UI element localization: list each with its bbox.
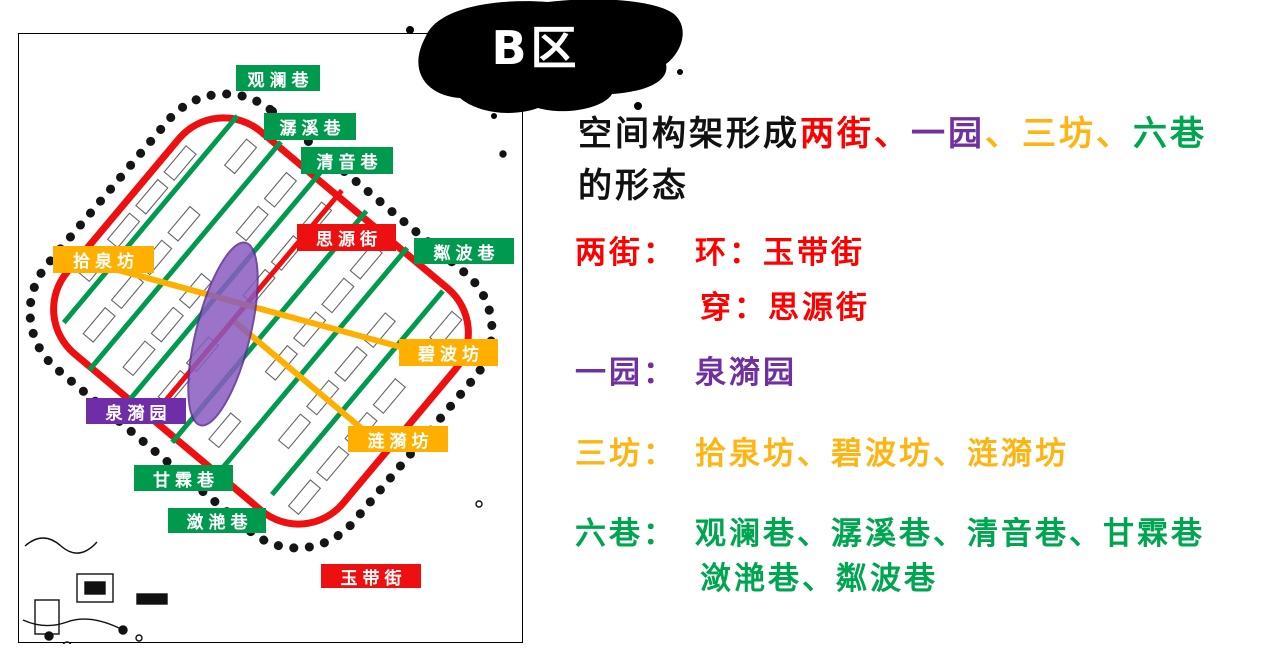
fangs-label: 三坊：: [575, 436, 677, 472]
garden-quanyiyuan: [187, 241, 259, 427]
streets-ring-value: 环：玉带街: [695, 235, 865, 271]
map-label-lianyan-lane: 潋滟巷: [168, 508, 266, 533]
map-label-qingyin-lane: 清音巷: [301, 147, 393, 174]
fangs-value: 拾泉坊、碧波坊、涟漪坊: [695, 436, 1069, 472]
map-label-quanyi-garden: 泉漪园: [86, 398, 186, 424]
banner-title: B区: [491, 21, 580, 75]
map-label-siyuan-street: 思源街: [297, 224, 396, 251]
tree-ring-outer: [25, 89, 497, 553]
garden-line: 一园： 泉漪园: [575, 347, 797, 392]
intro-line-2: 的形态: [578, 166, 689, 206]
map-label-yudai-street: 玉带街: [321, 564, 421, 589]
streets-line-2: 穿：思源街: [700, 290, 870, 326]
garden-label: 一园：: [575, 355, 677, 391]
map-label-lianyi-fang: 涟漪坊: [348, 426, 448, 452]
streets-line-1: 两街： 环：玉带街: [575, 227, 865, 272]
map-label-bibo-fang: 碧波坊: [399, 339, 498, 366]
intro-line-1: 空间构架形成两街、一园、三坊、六巷: [578, 106, 1207, 155]
site-plan-panel: 观澜巷 潺溪巷 清音巷 思源街 粼波巷 拾泉坊 碧波坊 泉漪园 涟漪坊 甘霖巷 …: [18, 33, 523, 644]
intro-term-garden: 一园: [911, 114, 985, 154]
map-label-chanxi-lane: 潺溪巷: [264, 113, 356, 140]
intro-prefix: 空间构架形成: [578, 114, 800, 154]
map-label-shiquan-fang: 拾泉坊: [53, 246, 154, 273]
lanes-line-2: 潋滟巷、粼波巷: [700, 561, 938, 597]
fangs-line: 三坊： 拾泉坊、碧波坊、涟漪坊: [575, 428, 1069, 473]
garden-value: 泉漪园: [695, 355, 797, 391]
lanes-value-1: 观澜巷、潺溪巷、清音巷、甘霖巷: [695, 516, 1205, 552]
lanes-line-1: 六巷： 观澜巷、潺溪巷、清音巷、甘霖巷: [575, 508, 1205, 553]
map-label-ganlin-lane: 甘霖巷: [134, 465, 233, 491]
map-label-linbo-lane: 粼波巷: [414, 238, 514, 264]
section-banner: B区: [398, 0, 688, 122]
intro-term-fangs: 、三坊、: [985, 114, 1133, 154]
lanes-label: 六巷：: [575, 516, 677, 552]
ink-blob: [418, 0, 683, 113]
intro-term-lanes: 六巷: [1133, 114, 1207, 154]
map-label-guanlan-lane: 观澜巷: [236, 65, 320, 91]
streets-label: 两街：: [575, 235, 677, 271]
intro-term-streets: 两街、: [800, 114, 911, 154]
